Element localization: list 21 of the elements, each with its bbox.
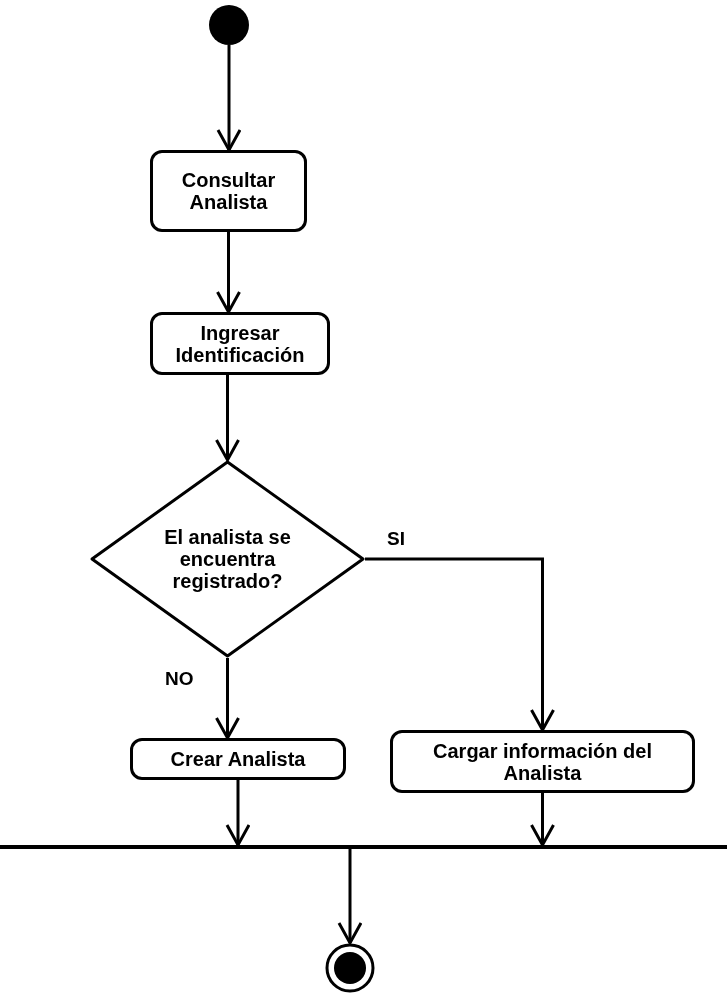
arrow — [215, 658, 240, 740]
arrow — [337, 849, 363, 945]
arrow — [216, 45, 242, 152]
action-box — [130, 738, 346, 780]
action-box — [150, 150, 307, 232]
join-bar — [0, 845, 727, 849]
node-text: Crear Analista — [169, 748, 307, 770]
arrow — [225, 780, 251, 847]
decision-diamond — [90, 460, 365, 658]
action-box — [150, 312, 330, 375]
end-node — [325, 943, 375, 993]
arrow — [216, 232, 241, 314]
node-text: Consultar Analista — [180, 169, 277, 213]
node-text: El analista se encuentra registrado? — [163, 526, 292, 592]
node-text: Ingresar Identificación — [174, 321, 306, 366]
node-text: Cargar información del Analista — [432, 739, 653, 784]
arrow — [365, 557, 555, 732]
start-node — [209, 5, 249, 45]
arrow — [530, 793, 555, 847]
action-box — [390, 730, 695, 793]
arrow — [215, 375, 240, 462]
